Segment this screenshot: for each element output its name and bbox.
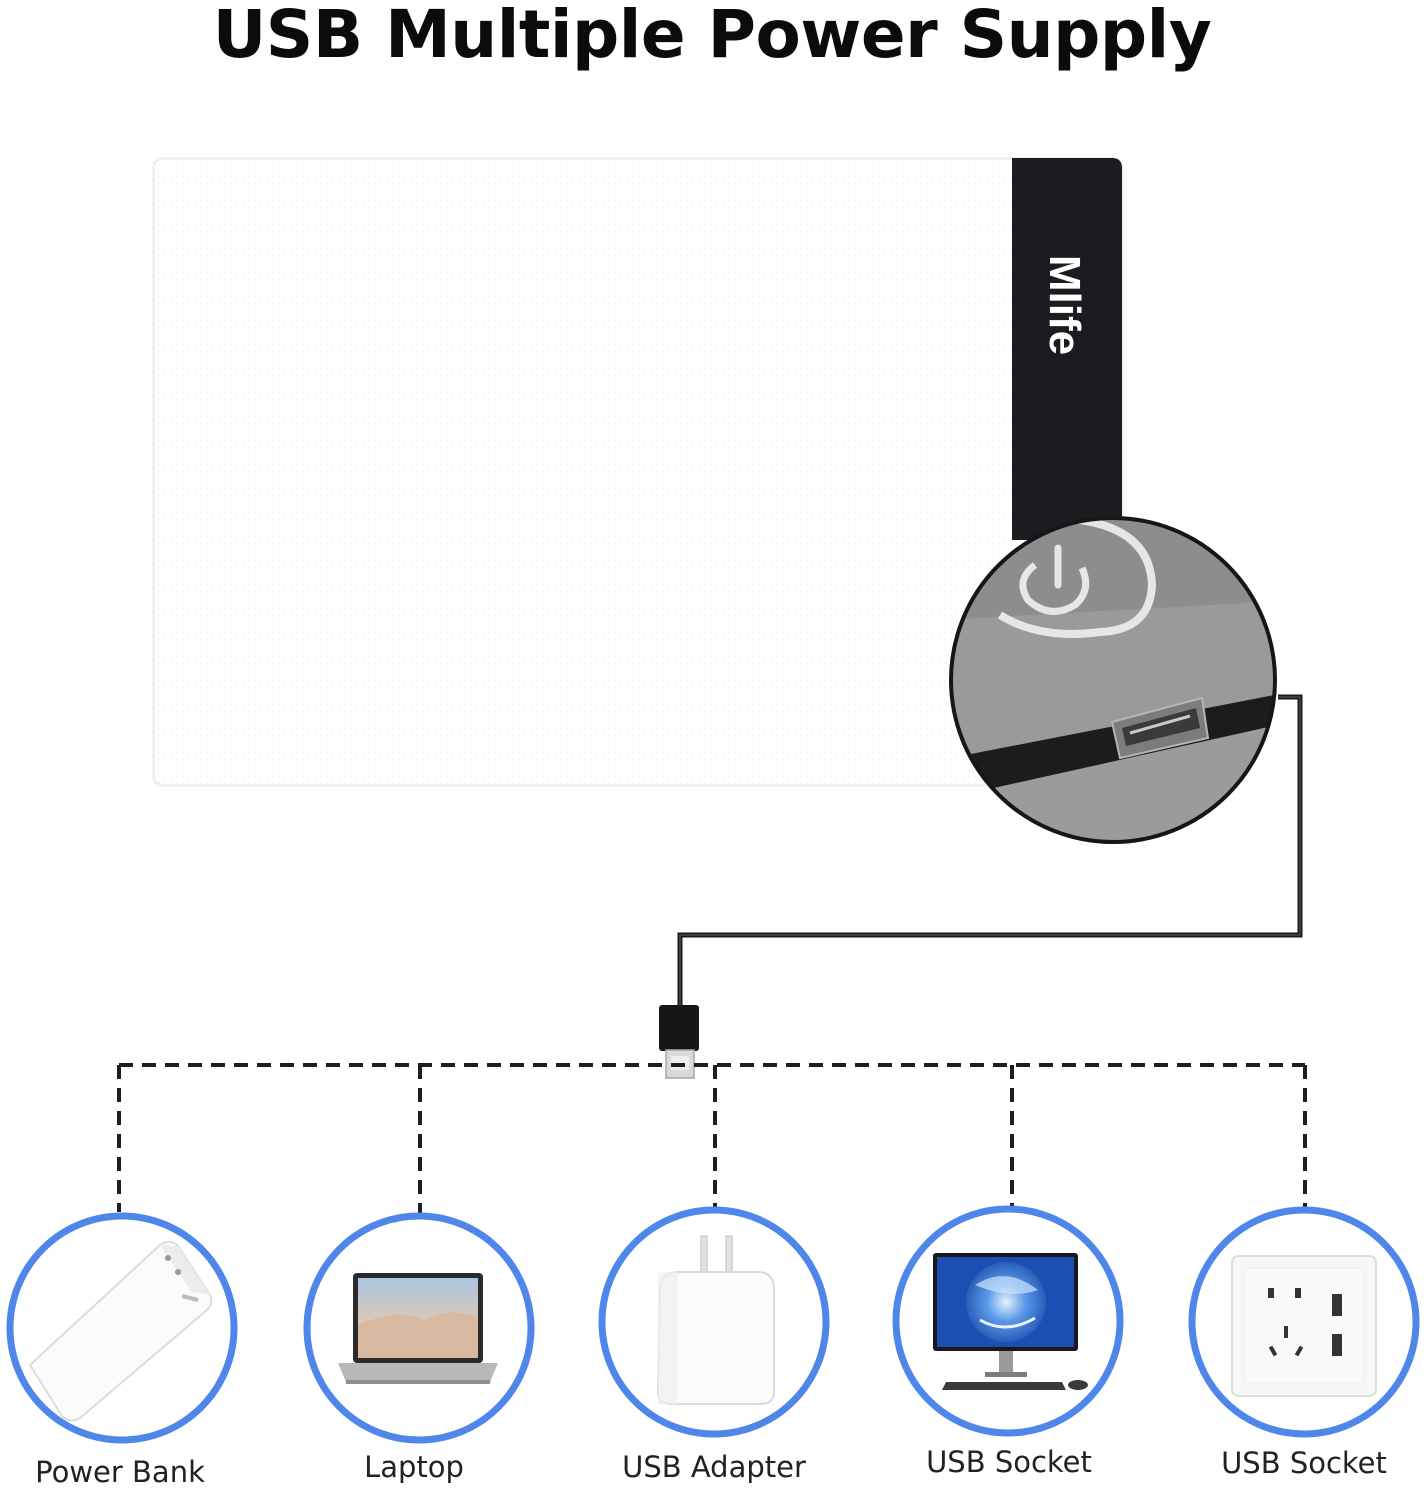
label-usb-socket-wall: USB Socket (1221, 1446, 1387, 1480)
power-bank-icon (28, 1240, 213, 1422)
dashed-connectors (117, 1063, 1307, 1216)
wall-socket-icon (1231, 1255, 1377, 1397)
usb-cable (677, 694, 1303, 1010)
label-power-bank: Power Bank (35, 1455, 205, 1489)
zoom-inset (949, 516, 1277, 844)
usb-plug-icon (659, 1005, 699, 1079)
desktop-monitor-icon (933, 1253, 1088, 1390)
page-title: USB Multiple Power Supply (212, 0, 1212, 73)
label-laptop: Laptop (364, 1450, 464, 1484)
usb-port-icon (1110, 696, 1210, 760)
laptop-icon (338, 1273, 498, 1384)
label-usb-adapter: USB Adapter (622, 1450, 806, 1484)
label-usb-socket-monitor: USB Socket (926, 1445, 1092, 1479)
usb-adapter-icon (656, 1235, 775, 1405)
brand-logo: Mlife (1040, 254, 1089, 356)
light-pad (152, 157, 1124, 787)
brand-bar (1012, 158, 1122, 540)
